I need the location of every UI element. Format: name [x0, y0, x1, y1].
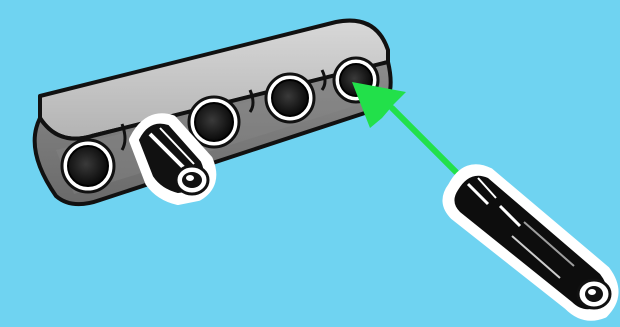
technic-axle-pin-icon	[446, 168, 614, 316]
beam-hole	[266, 74, 314, 122]
beam-hole	[62, 140, 114, 192]
insert-arrow-icon	[352, 82, 456, 172]
beam-hole	[189, 97, 239, 147]
